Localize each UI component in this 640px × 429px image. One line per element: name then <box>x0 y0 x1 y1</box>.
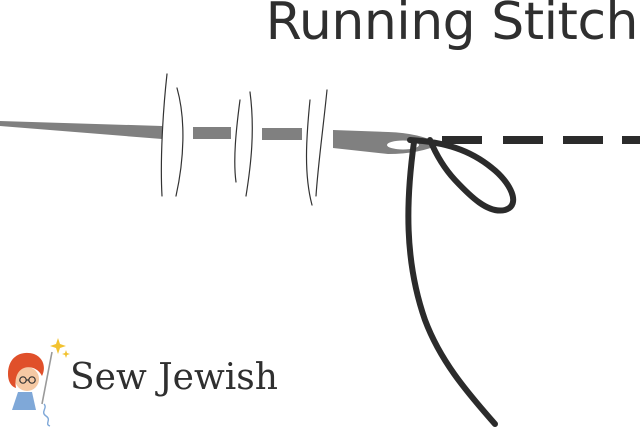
fabric-fold-2a <box>234 99 241 183</box>
fabric-fold-3a <box>305 99 313 206</box>
thread-loop <box>407 137 517 214</box>
mascot-face <box>15 367 39 391</box>
needle-segment-2 <box>262 128 302 140</box>
fabric-fold-1a <box>160 73 168 197</box>
fabric-fold-1b <box>175 87 184 197</box>
mascot-sparkle-2 <box>62 350 70 358</box>
fabric-fold-3b <box>315 89 328 197</box>
mascot-hair <box>8 352 44 388</box>
seamstress-mascot-icon <box>8 338 70 427</box>
stitch-dash-4 <box>622 136 640 144</box>
thread-tail <box>405 139 498 427</box>
fabric-folds <box>160 73 328 206</box>
mascot-glasses <box>19 376 36 384</box>
mascot-needle <box>41 351 53 405</box>
fabric-fold-2b <box>245 91 253 197</box>
thread-icon <box>405 137 517 427</box>
mascot-dress <box>12 392 36 410</box>
diagram-title: Running Stitch <box>265 0 639 52</box>
stitch-dashes <box>442 136 640 144</box>
mascot-sparkle-1 <box>50 338 66 354</box>
stitch-dash-2 <box>503 136 543 144</box>
needle-segment-1 <box>193 127 231 139</box>
needle-tip-segment <box>0 121 162 139</box>
stitch-dash-1 <box>442 136 482 144</box>
brand-name: Sew Jewish <box>70 357 278 398</box>
stitch-dash-3 <box>563 136 603 144</box>
mascot-thread <box>43 403 51 427</box>
needle-icon <box>0 121 440 154</box>
